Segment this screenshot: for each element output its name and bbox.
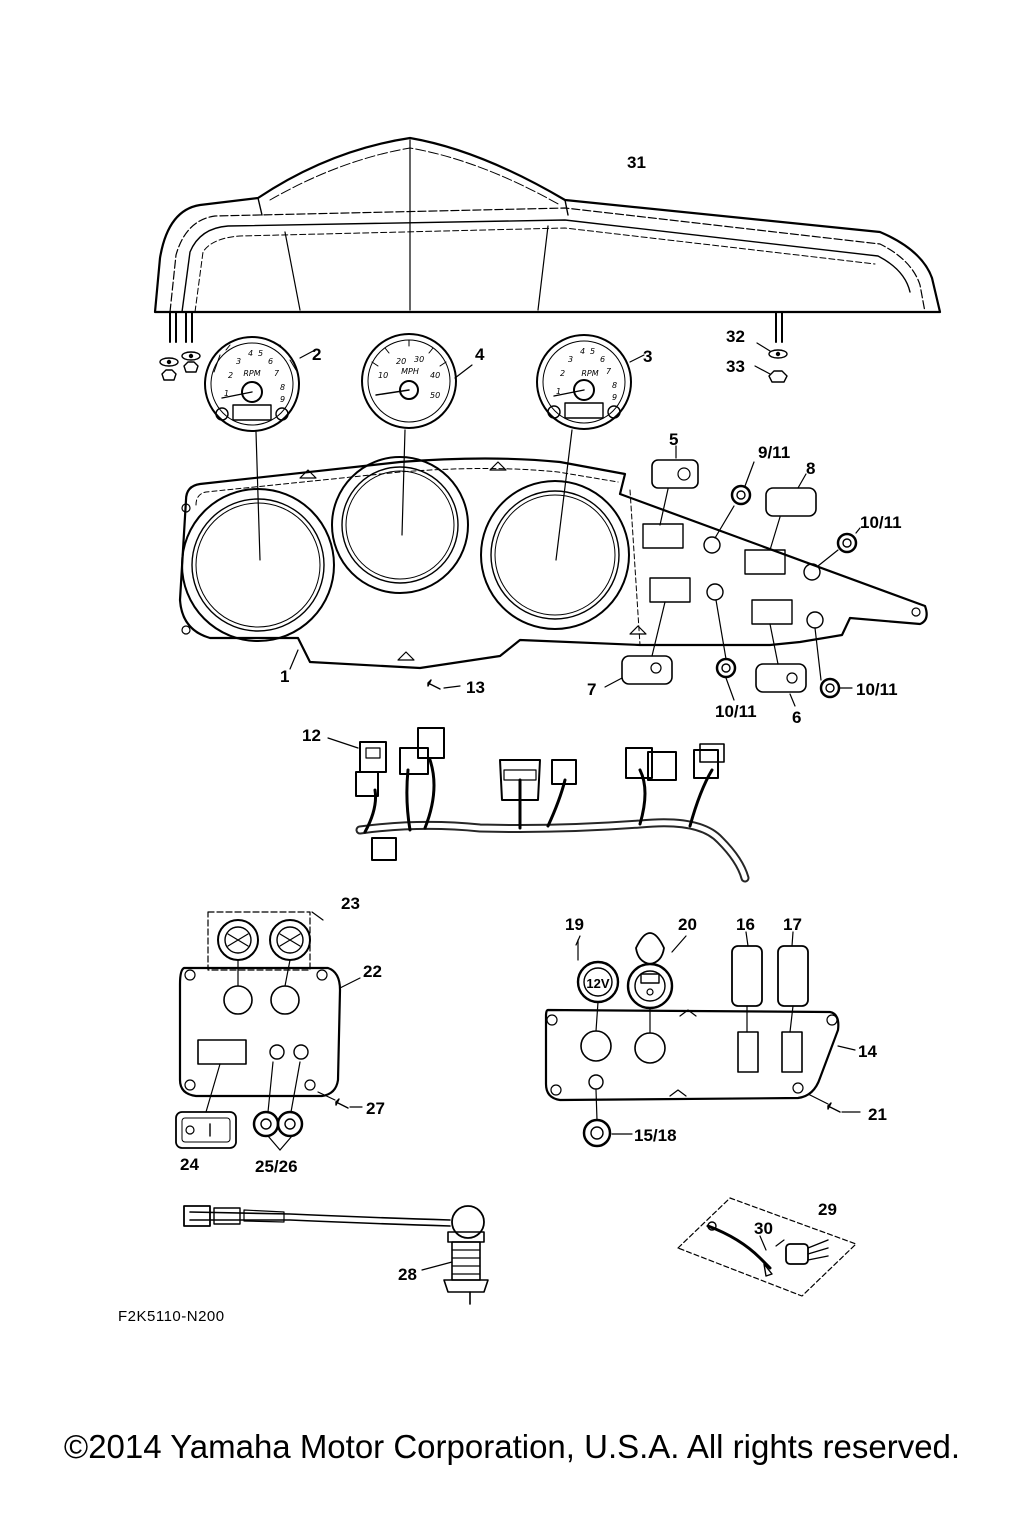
- switch-8-part: [765, 473, 817, 517]
- callout-1: 1: [280, 667, 289, 686]
- washer-nut-set-left: [159, 351, 201, 381]
- callout-2: 2: [312, 345, 321, 364]
- grommet-set: [715, 484, 858, 699]
- socket-12v-part: [575, 935, 620, 1004]
- grommet-pair-25-26-part: [252, 1061, 304, 1151]
- callout-10-11-top: 10/11: [860, 513, 902, 532]
- tach-right-tick-2: 2: [560, 369, 565, 378]
- switch-panel-left-part: [178, 911, 361, 1098]
- tach-right-tick-4: 4: [580, 347, 585, 356]
- buzzer-sender-part: [183, 1205, 489, 1305]
- speedometer-part: [361, 333, 457, 429]
- speedo-tick-20: 20: [396, 357, 406, 366]
- tach-left-label: RPM: [243, 369, 260, 378]
- drawing-code: F2K5110-N200: [118, 1308, 225, 1325]
- callout-7: 7: [587, 680, 596, 699]
- screw-21-part: [807, 1093, 861, 1113]
- callout-27: 27: [366, 1099, 385, 1118]
- callout-20: 20: [678, 915, 697, 934]
- callout-4: 4: [475, 345, 485, 364]
- gauge-panel-part: [178, 456, 928, 670]
- copyright-notice: ©2014 Yamaha Motor Corporation, U.S.A. A…: [63, 1428, 961, 1465]
- tachometer-right-part: [536, 334, 632, 430]
- callout-12: 12: [302, 726, 321, 745]
- callout-25-26: 25/26: [255, 1157, 298, 1176]
- callout-13: 13: [466, 678, 485, 697]
- callout-33: 33: [726, 357, 745, 376]
- tach-left-tick-9: 9: [280, 395, 285, 404]
- tach-right-tick-1: 1: [556, 387, 561, 396]
- tachometer-left-numbers: 1 2 3 4 5 6 7 8 9 RPM: [224, 349, 285, 404]
- tach-left-tick-1: 1: [224, 389, 229, 398]
- callout-8: 8: [806, 459, 815, 478]
- speedometer-numbers: 10 20 30 40 50 MPH: [378, 355, 440, 400]
- speedo-tick-10: 10: [378, 371, 388, 380]
- tach-left-tick-5: 5: [258, 349, 263, 358]
- callout-10-11-right: 10/11: [856, 680, 898, 699]
- callout-16: 16: [736, 915, 755, 934]
- tach-right-tick-6: 6: [600, 355, 605, 364]
- washer-nut-set-right: [754, 342, 788, 383]
- main-switch-kit-part: [677, 1197, 857, 1297]
- speedo-tick-50: 50: [430, 391, 440, 400]
- screw-27-part: [317, 1091, 363, 1109]
- tach-left-tick-3: 3: [236, 357, 241, 366]
- speedo-tick-30: 30: [414, 355, 424, 364]
- tach-right-tick-3: 3: [568, 355, 573, 364]
- tach-right-tick-8: 8: [612, 381, 617, 390]
- switch-7-part: [604, 655, 673, 688]
- screw-13-part: [427, 679, 461, 690]
- callout-30: 30: [754, 1219, 773, 1238]
- callout-23: 23: [341, 894, 360, 913]
- tach-left-tick-7: 7: [274, 369, 280, 378]
- tach-right-tick-9: 9: [612, 393, 617, 402]
- callout-14: 14: [858, 1042, 877, 1061]
- tach-right-tick-7: 7: [606, 367, 612, 376]
- usb-socket-part: [626, 932, 687, 1010]
- callout-9-11: 9/11: [758, 443, 790, 462]
- callout-5: 5: [669, 430, 678, 449]
- switch-6-part: [755, 663, 807, 707]
- tach-right-label: RPM: [581, 369, 598, 378]
- callout-32: 32: [726, 327, 745, 346]
- switch-5-part: [651, 445, 699, 489]
- callout-22: 22: [363, 962, 382, 981]
- callout-19: 19: [565, 915, 584, 934]
- callout-6: 6: [792, 708, 801, 727]
- callout-29: 29: [818, 1200, 837, 1219]
- tachometer-left-part: [204, 336, 300, 432]
- callout-10-11-bottom: 10/11: [715, 702, 757, 721]
- tach-left-tick-2: 2: [228, 371, 233, 380]
- callout-28: 28: [398, 1265, 417, 1284]
- callout-17: 17: [783, 915, 802, 934]
- switch-panel-right-part: [544, 1001, 856, 1102]
- dash-cover-part: [153, 136, 942, 343]
- speedo-tick-40: 40: [430, 371, 440, 380]
- tach-left-tick-4: 4: [248, 349, 253, 358]
- callout-24: 24: [180, 1155, 199, 1174]
- callout-21: 21: [868, 1105, 887, 1124]
- tach-left-tick-6: 6: [268, 357, 273, 366]
- wire-harness-part: [327, 727, 750, 883]
- callout-labels: 31 2 4 3 32 33 5 9/11 8 10/11 1 13 7 10/…: [180, 153, 902, 1284]
- tachometer-right-numbers: 1 2 3 4 5 6 7 8 9 RPM: [556, 347, 617, 402]
- callout-31: 31: [627, 153, 646, 172]
- tach-right-tick-5: 5: [590, 347, 595, 356]
- rocker-switch-24-part: [175, 1063, 237, 1149]
- callout-15-18: 15/18: [634, 1126, 677, 1145]
- rocker-switch-16-17-part: [731, 931, 809, 1033]
- grommet-15-18-part: [582, 1089, 633, 1148]
- socket-12v-text: 12V: [586, 976, 609, 991]
- speedo-label: MPH: [401, 367, 419, 376]
- tach-left-tick-8: 8: [280, 383, 285, 392]
- callout-3: 3: [643, 347, 652, 366]
